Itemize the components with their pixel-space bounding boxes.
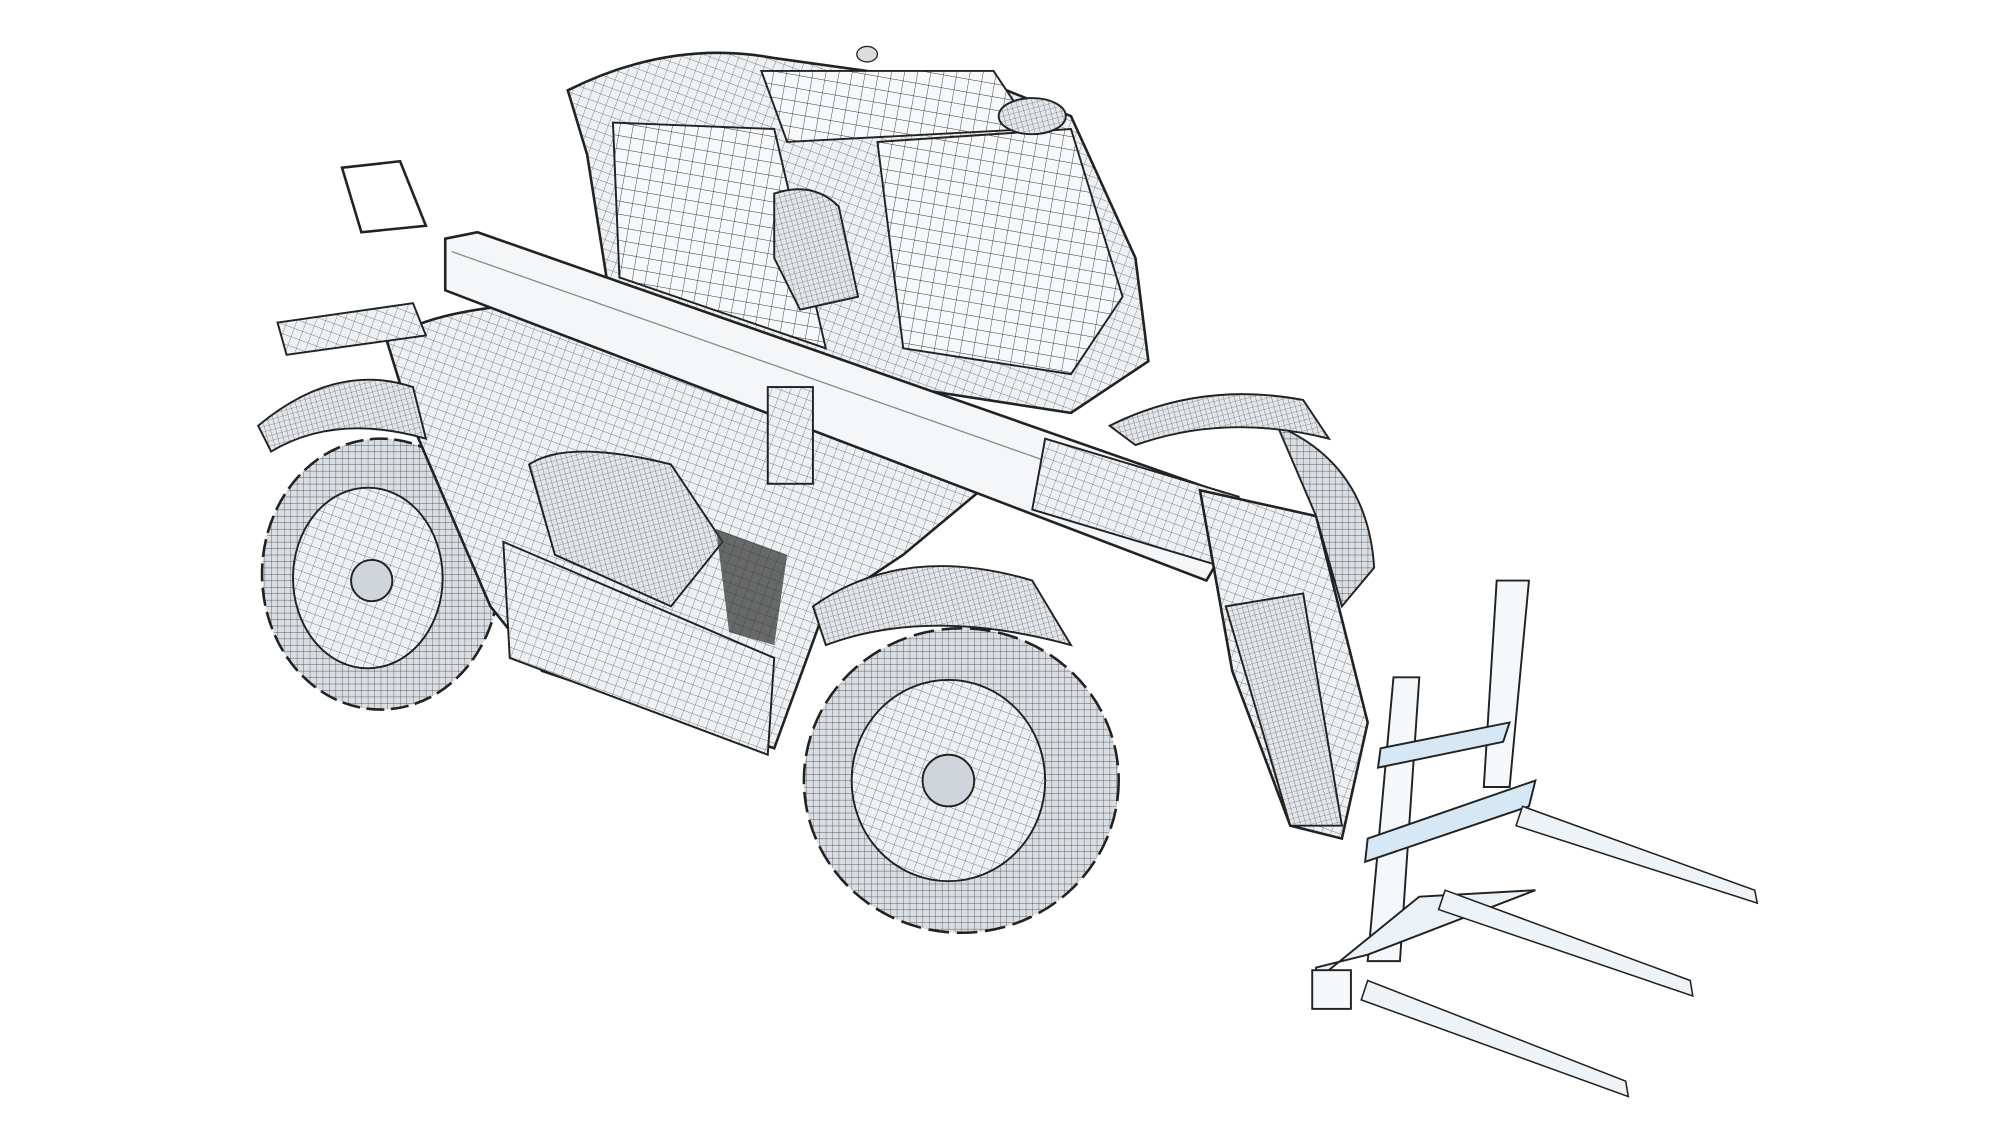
boom [443, 230, 1370, 841]
forks [1360, 805, 1759, 1098]
rear-wheel [260, 437, 501, 711]
beacon-light [856, 45, 879, 63]
hub [921, 753, 976, 808]
hub [350, 558, 394, 603]
seat [773, 188, 860, 311]
front-wheel [802, 565, 1120, 935]
far-front-wheel [1107, 393, 1376, 609]
cab [566, 45, 1150, 415]
fork-carriage [1311, 579, 1537, 1010]
